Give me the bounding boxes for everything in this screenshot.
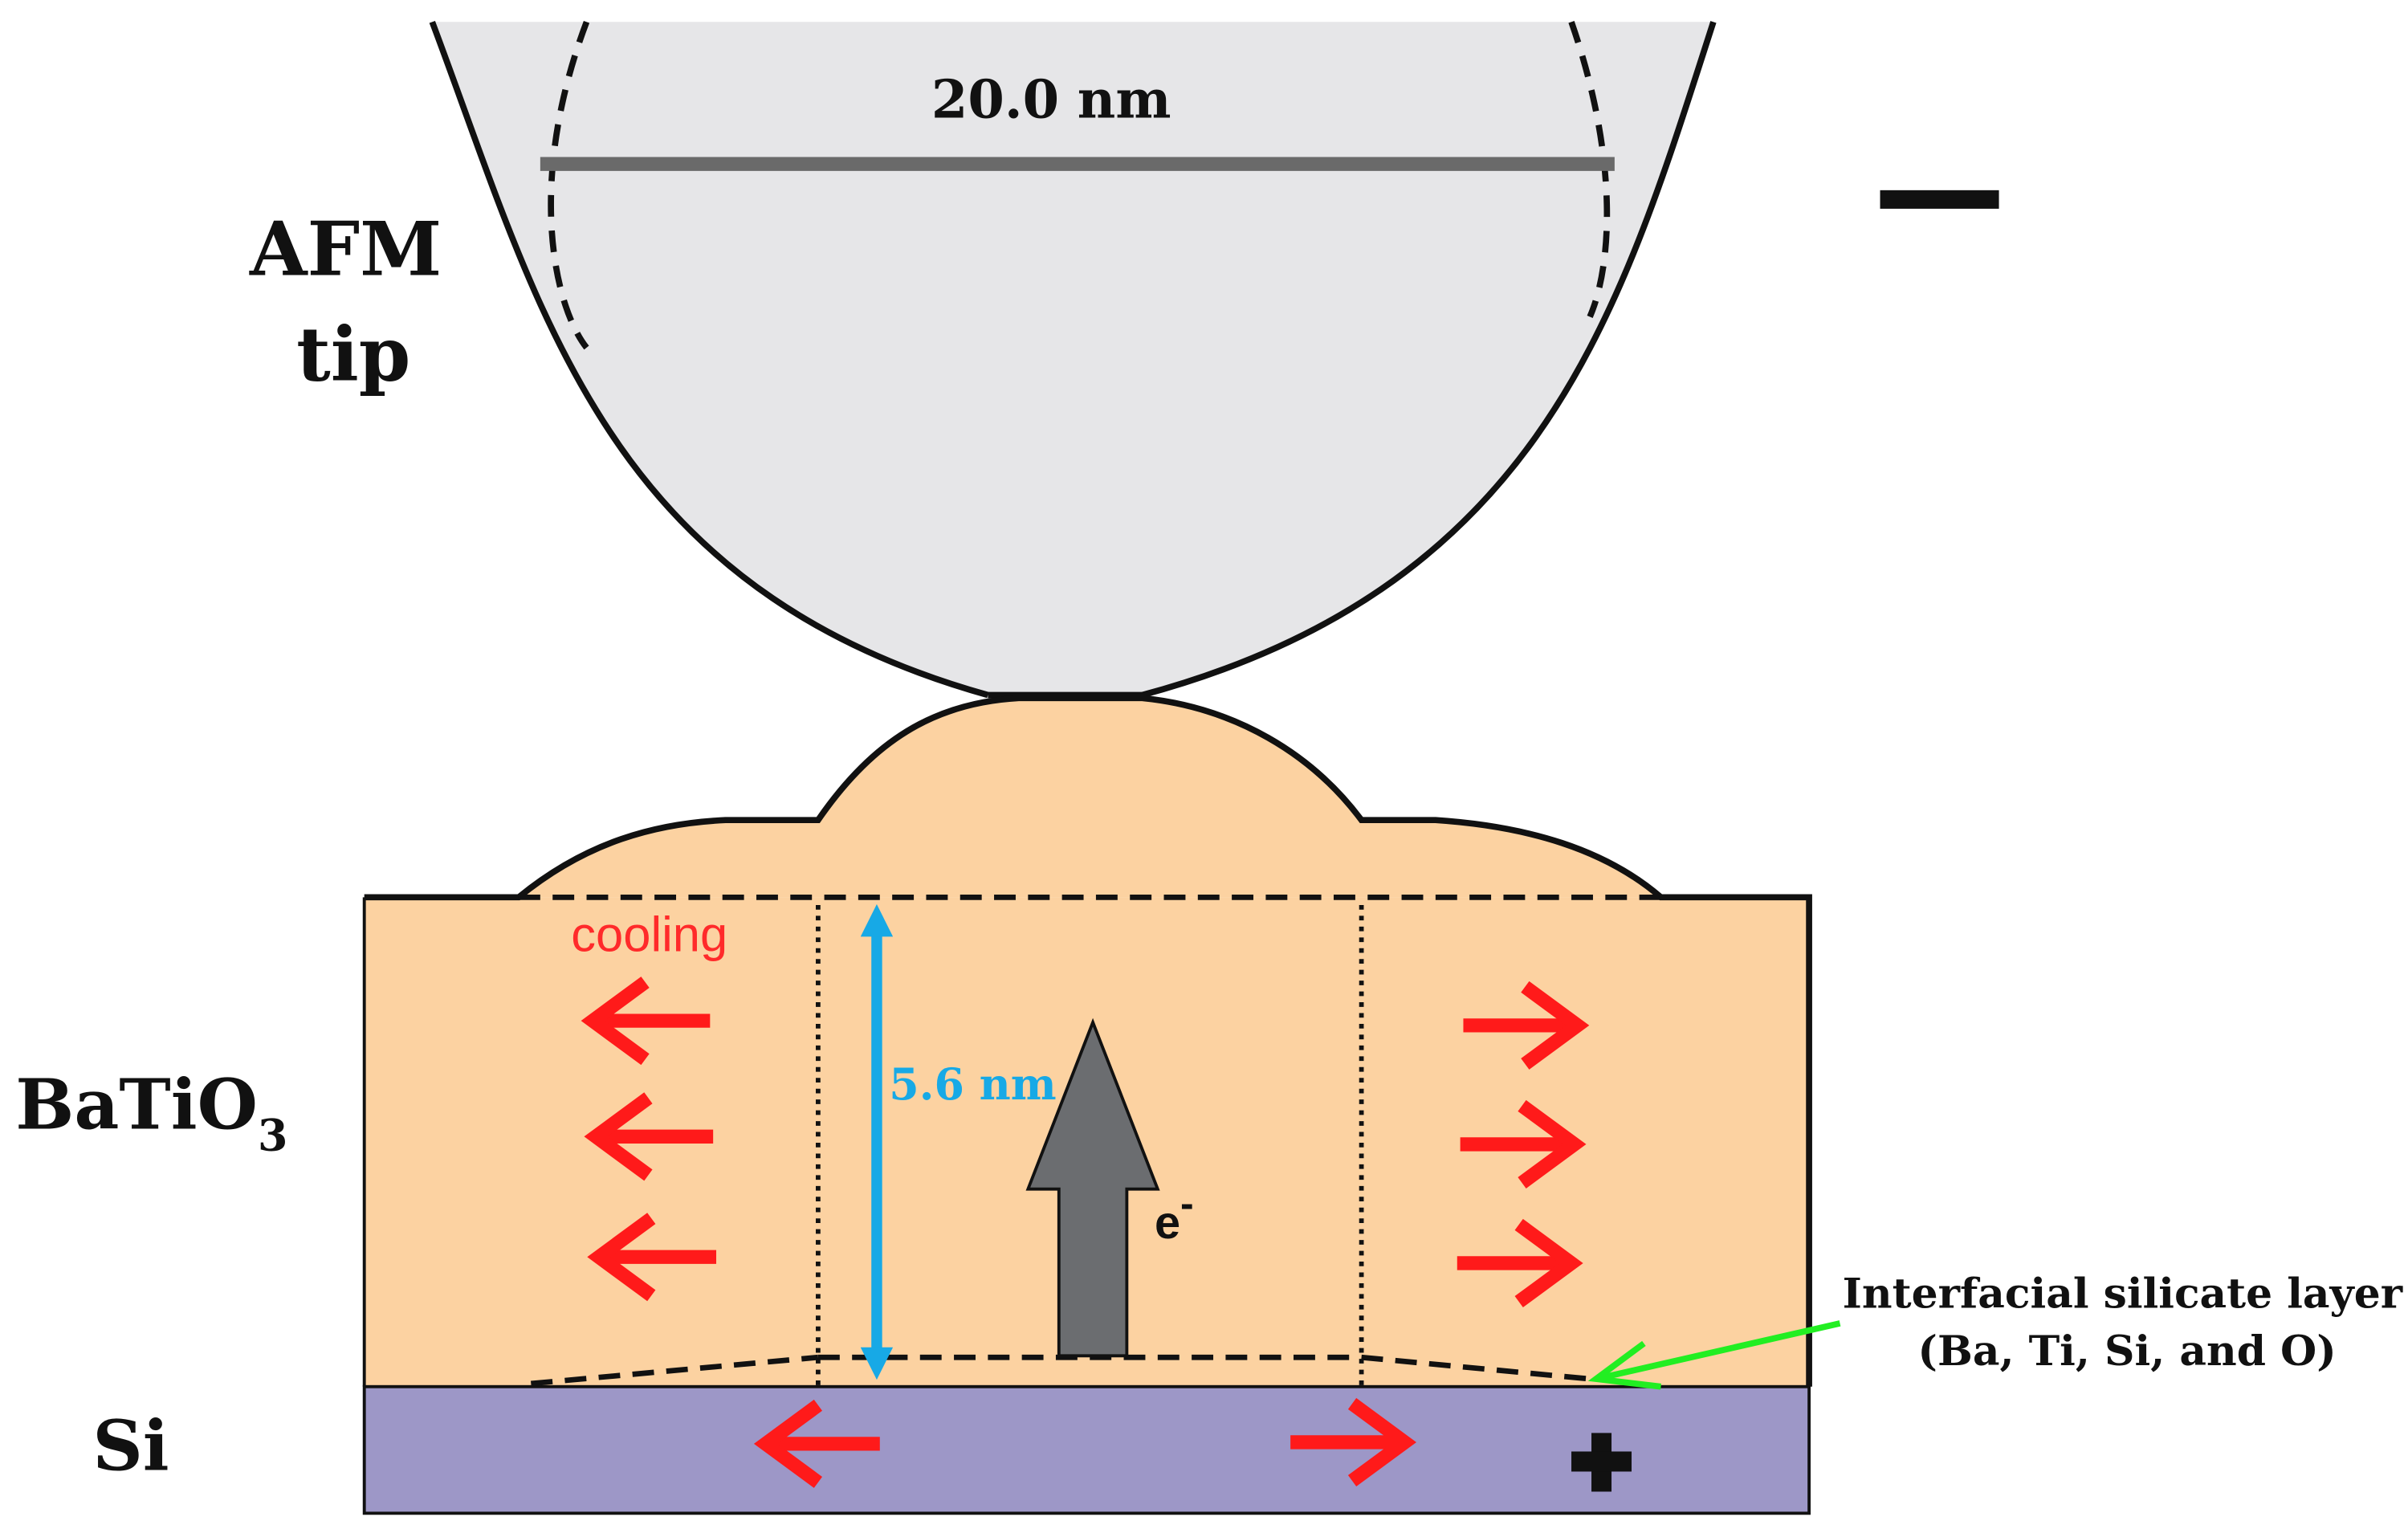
batio3-label: BaTiO3 (15, 1065, 287, 1161)
tip-diameter-label: 20.0 nm (931, 69, 1171, 130)
red-arrow-right-3 (1457, 1218, 1583, 1307)
electron-label: e- (1155, 1180, 1194, 1249)
si-label: Si (92, 1406, 169, 1487)
cooling-label: cooling (571, 907, 727, 963)
plus-sign-icon (1571, 1433, 1632, 1492)
interface-label-line1: Interfacial silicate layer (1843, 1270, 2403, 1319)
afm-tip-body (432, 22, 1713, 695)
si-substrate (362, 1384, 1811, 1515)
tip-dashed-circle-left (548, 20, 590, 350)
afm-tip-outline-right (1141, 21, 1717, 699)
red-arrow-left-3 (587, 1213, 717, 1302)
red-arrow-left-1 (581, 977, 711, 1066)
batio3-label-main: BaTiO (15, 1065, 258, 1146)
interface-dashed-right (1361, 1354, 1591, 1382)
electron-label-sup: - (1180, 1180, 1194, 1225)
minus-sign-icon (1880, 190, 1999, 209)
red-arrow-left-2 (584, 1092, 714, 1181)
red-arrow-si-right (1290, 1397, 1417, 1486)
electron-label-main: e (1155, 1197, 1180, 1249)
red-arrow-right-2 (1460, 1099, 1587, 1189)
batio3-surface-bump (518, 698, 1661, 898)
red-arrow-si-left (753, 1399, 880, 1488)
electron-arrow (1025, 1017, 1160, 1358)
afm-label-line1: AFM (249, 206, 442, 293)
tip-dashed-circle-right (1568, 21, 1611, 319)
interface-pointer-arrow (1587, 1320, 1841, 1390)
thickness-label: 5.6 nm (889, 1058, 1056, 1110)
batio3-label-sub: 3 (258, 1110, 287, 1161)
afm-label-line2: tip (296, 310, 410, 398)
interface-label-line2: (Ba, Ti, Si, and O) (1917, 1327, 2336, 1376)
afm-tip-outline-left (429, 20, 989, 699)
red-arrow-right-1 (1463, 981, 1590, 1070)
batio3-surface-outline (364, 695, 1812, 1387)
interface-dashed-left (531, 1354, 819, 1387)
